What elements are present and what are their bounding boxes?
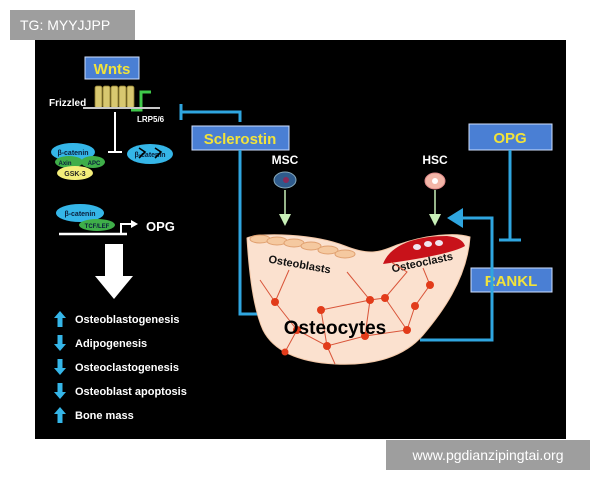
downstream-arrow [95,244,133,299]
tcf-lef-shape [79,219,115,231]
osteoblast-lining [249,234,356,259]
hsc-nucleus [432,178,438,184]
osteocytes-label: Osteocytes [284,318,386,339]
transcription-arrow [120,223,133,234]
nuclear-bcatenin [56,204,104,222]
degradation-mark [138,147,163,159]
free-bcatenin [127,144,173,164]
sclerostin-label: Sclerostin [204,131,277,148]
bcatenin-complex [51,143,95,161]
rankl-label: RANKL [485,273,538,290]
outcome-label: Osteoblastogenesis [75,314,180,326]
wnts-label: Wnts [94,61,131,78]
bcatenin-complex-label: β-catenin [57,150,88,157]
apc-shape [81,156,105,168]
wnts-box [84,56,140,80]
osteocyte-cells [271,281,434,356]
outcome-label: Adipogenesis [75,338,147,350]
outcome-label: Osteoclastogenesis [75,362,179,374]
outcome-down-arrow-icon [54,359,66,375]
rankl-pathway-line [420,216,494,342]
watermark-bottom-right: www.pgdianzipingtai.org [386,440,590,470]
signaling-diagram: Wnts Frizzled LRP5/6 β-catenin Axin APC … [49,56,553,423]
frizzled-receptor [94,85,135,109]
sclerostin-inhibit-line [181,110,242,122]
outcome-down-arrow-icon [54,335,66,351]
outcome-up-arrow-icon [54,311,66,327]
apc-label: APC [88,161,101,167]
frizzled-label: Frizzled [49,98,86,109]
axin-shape [55,156,83,168]
osteocyte-network [259,261,431,365]
transcription-arrowhead [131,220,138,228]
outcome-label: Bone mass [75,410,134,422]
axin-label: Axin [58,161,71,167]
opg-gene-label: OPG [146,219,175,234]
osteoclast-cell [383,236,465,264]
lrp-label: LRP5/6 [137,115,165,124]
nuclear-bcatenin-label: β-catenin [64,211,95,218]
gsk3-shape [57,166,93,180]
rankl-box [470,267,553,293]
sclerostin-box [191,125,290,151]
hsc-label: HSC [422,153,448,167]
bone-matrix [246,234,471,365]
outcome-label: Osteoblast apoptosis [75,386,187,398]
msc-label: MSC [272,153,299,167]
gsk3-label: GSK-3 [64,171,86,178]
watermark-top-left: TG: MYYJJPP [10,10,135,40]
osteoclast-nuclei [413,240,443,250]
lrp56-receptor [131,90,151,112]
outcome-down-arrow-icon [54,383,66,399]
outcome-up-arrow-icon [54,407,66,423]
opg-label: OPG [493,130,526,147]
rankl-arrowhead [447,208,463,228]
free-bcatenin-label: β-catenin [134,152,165,159]
outcome-list: OsteoblastogenesisAdipogenesisOsteoclast… [54,311,187,423]
tcf-lef-label: TCF/LEF [85,224,110,230]
diagram-panel: Wnts Frizzled LRP5/6 β-catenin Axin APC … [35,40,566,439]
msc-nucleus [283,177,289,183]
